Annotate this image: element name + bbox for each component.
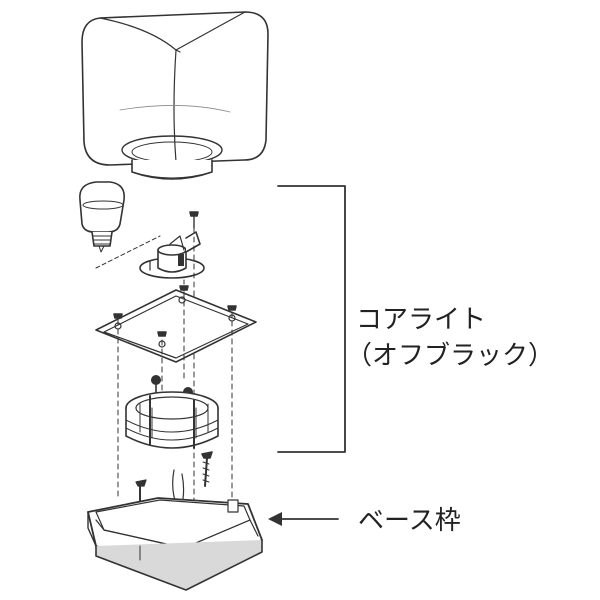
core-light-bracket <box>277 185 346 453</box>
base-frame-label: ベース枠 <box>358 506 461 536</box>
core-light-color-label: （オフブラック） <box>346 341 555 371</box>
base-frame <box>87 497 263 591</box>
led-bulb <box>79 181 161 269</box>
glass-cube-cover <box>81 11 269 180</box>
ring-housing <box>125 391 219 449</box>
frame-screws <box>113 285 237 337</box>
top-screw <box>189 211 199 229</box>
core-light-label: コアライト <box>356 305 487 335</box>
base-pointer-arrow <box>268 512 339 526</box>
lamp-socket <box>139 231 205 279</box>
long-screw <box>201 451 213 487</box>
